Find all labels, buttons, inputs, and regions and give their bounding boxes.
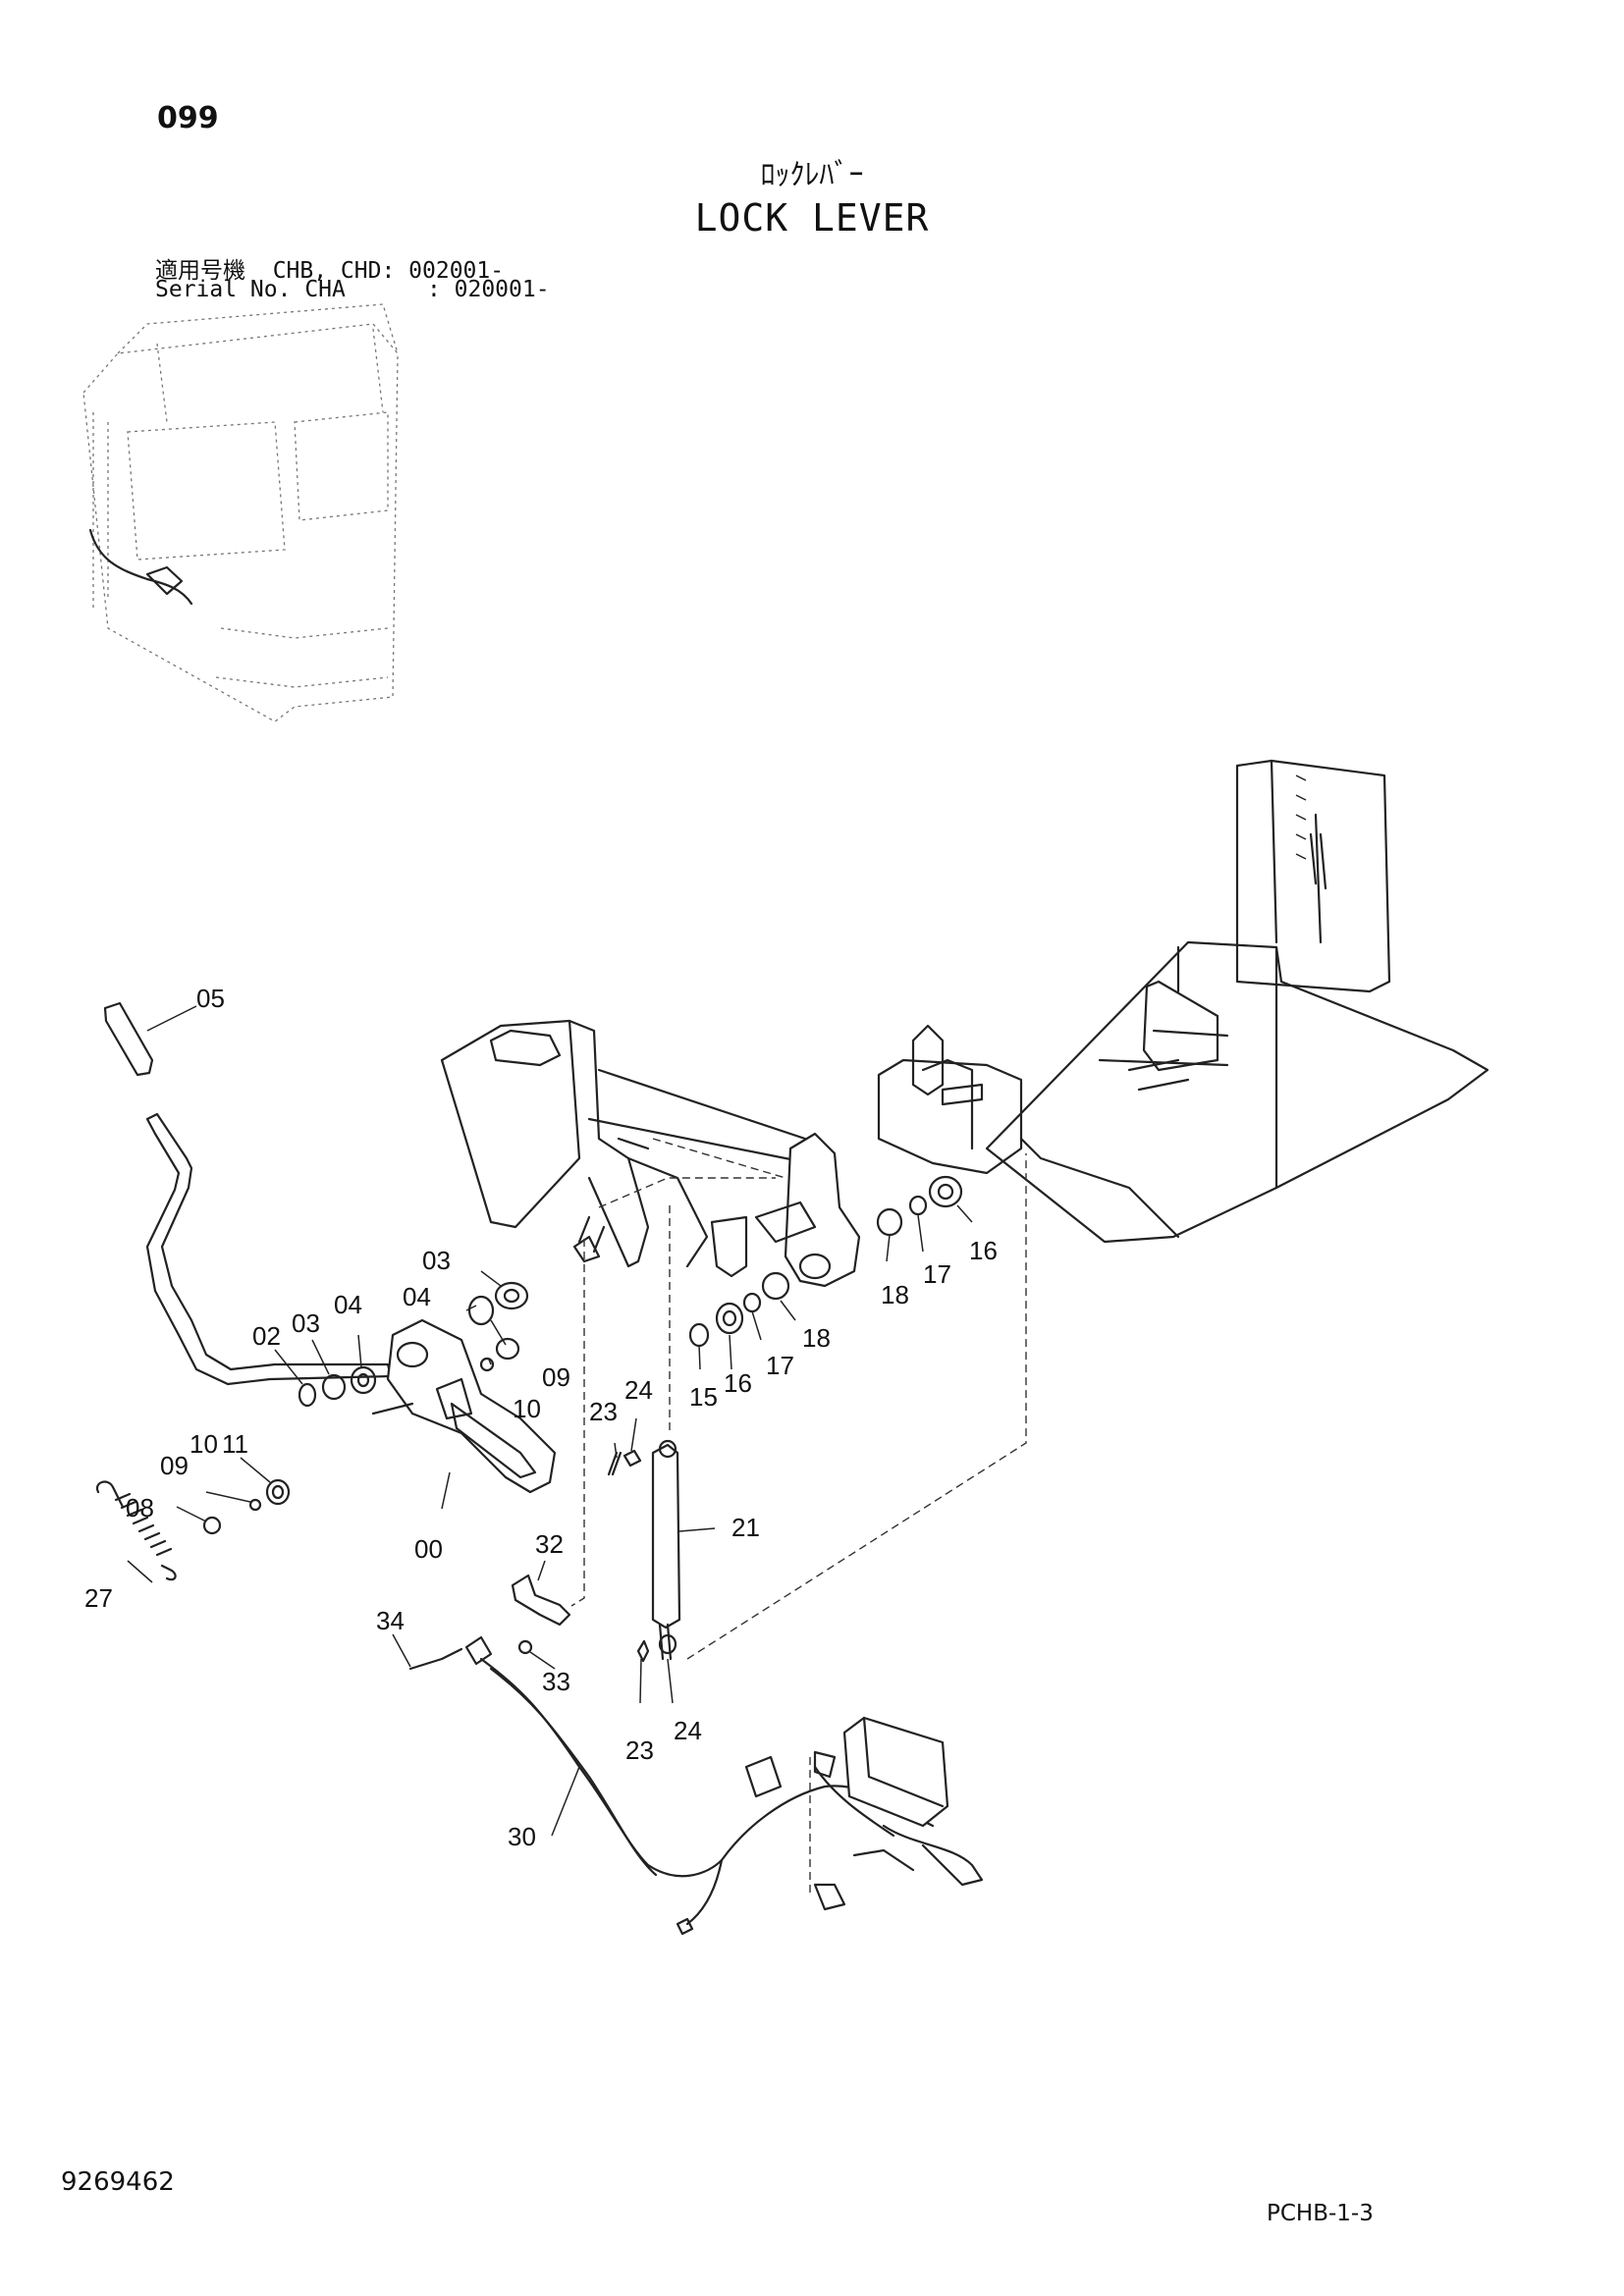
callout-05: 05	[196, 984, 225, 1013]
callout-30: 30	[508, 1822, 536, 1851]
callout-27: 27	[84, 1583, 113, 1613]
callout-11: 11	[222, 1429, 248, 1459]
lever-plate	[371, 1318, 557, 1494]
relay-box	[813, 1716, 984, 1911]
leader-lines	[127, 1005, 973, 1837]
callout-23: 23	[589, 1397, 618, 1426]
callout-16: 16	[724, 1368, 752, 1398]
callout-10: 10	[513, 1394, 541, 1423]
callout-03: 03	[422, 1246, 451, 1275]
callout-04: 04	[334, 1290, 362, 1319]
gas-spring	[607, 1439, 681, 1663]
lever-grip	[103, 1001, 154, 1077]
reference-lines	[570, 1138, 1027, 1895]
callout-15: 15	[689, 1382, 718, 1412]
document-number: 9269462	[61, 2167, 175, 2197]
callout-10: 10	[189, 1429, 218, 1459]
console-housing	[440, 1019, 812, 1268]
callout-24: 24	[674, 1716, 702, 1745]
callout-09: 09	[542, 1362, 570, 1392]
callout-04: 04	[403, 1282, 431, 1311]
callout-09: 09	[160, 1451, 189, 1480]
serial-line-2: Serial No. CHA : 020001-	[155, 277, 550, 302]
page-title: LOCK LEVER	[694, 196, 930, 240]
callout-32: 32	[535, 1529, 564, 1559]
switch-mount	[408, 1574, 571, 1671]
page-code: PCHB-1-3	[1267, 2201, 1374, 2226]
callout-21: 21	[731, 1513, 760, 1542]
callout-16: 16	[969, 1236, 998, 1265]
callout-24: 24	[624, 1375, 653, 1405]
base-frame	[877, 759, 1489, 1244]
callout-18: 18	[802, 1323, 831, 1353]
washers-bushings	[202, 1175, 963, 1535]
callout-00: 00	[414, 1534, 443, 1564]
callout-33: 33	[542, 1667, 570, 1696]
callout-17: 17	[923, 1259, 951, 1289]
page-number: 099	[157, 101, 219, 135]
callout-labels: 05 03 04 04 03 02 09 10 11 10 09 08 27 0…	[84, 984, 998, 1851]
lever-rod	[145, 1112, 393, 1386]
callout-03: 03	[292, 1308, 320, 1338]
callout-23: 23	[625, 1735, 654, 1765]
callout-34: 34	[376, 1606, 405, 1635]
cab-overview-illustration	[82, 303, 399, 722]
serial-line-1: 適用号機 CHB, CHD: 002001-	[155, 258, 505, 284]
callout-02: 02	[252, 1321, 281, 1351]
callout-18: 18	[881, 1280, 909, 1309]
title-japanese: ﾛｯｸﾚﾊﾞｰ	[760, 158, 864, 192]
callout-08: 08	[126, 1493, 154, 1522]
callout-17: 17	[766, 1351, 794, 1380]
return-spring	[95, 1480, 177, 1581]
switch-bracket	[710, 1132, 861, 1288]
